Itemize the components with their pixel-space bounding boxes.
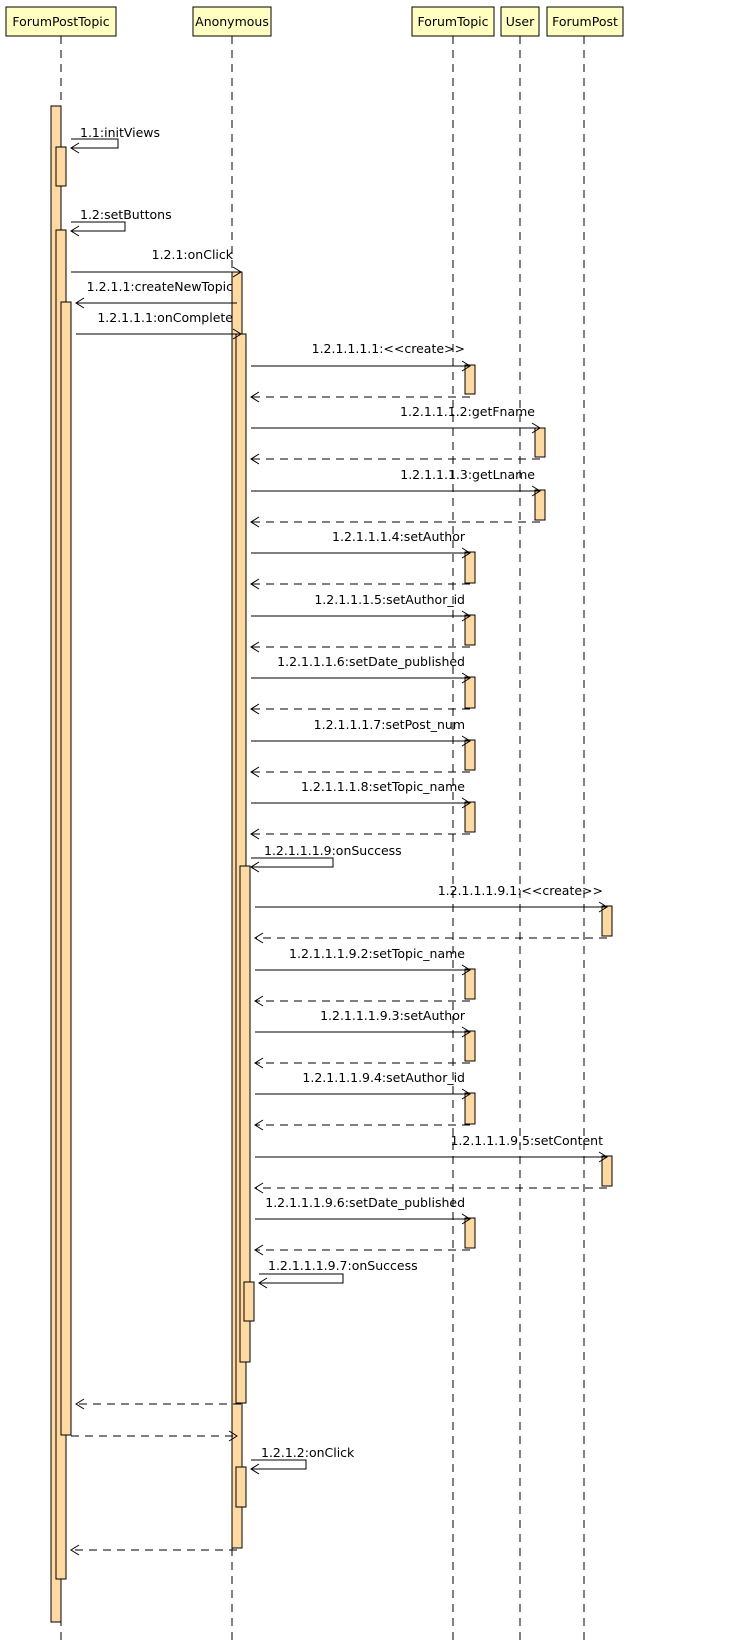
activation-bar-ft bbox=[464, 676, 476, 709]
activation-bar-ft bbox=[464, 739, 476, 771]
return-message bbox=[70, 1544, 237, 1556]
activation-bar-fpt bbox=[55, 146, 67, 187]
call-message: 1.2.1.1.1.9.5:setContent bbox=[255, 1133, 608, 1163]
activation-bar-anon bbox=[235, 1466, 247, 1508]
participant-label: User bbox=[506, 14, 535, 29]
activation-bar-user bbox=[534, 427, 546, 458]
self-message: 1.2.1.2:onClick bbox=[250, 1445, 355, 1475]
message-label: 1.2.1.1.1.9.4:setAuthor_id bbox=[302, 1070, 465, 1085]
return-message bbox=[250, 828, 470, 840]
activation-bar-ft bbox=[464, 968, 476, 1000]
message-label: 1.1:initViews bbox=[80, 125, 160, 140]
activation-bar-fp bbox=[601, 1155, 613, 1187]
activation-bar-ft bbox=[464, 1030, 476, 1062]
participant-label: ForumPostTopic bbox=[12, 14, 109, 29]
activation-bar-anon bbox=[239, 865, 251, 1363]
participant-label: ForumTopic bbox=[417, 14, 488, 29]
activation-bar-ft bbox=[464, 801, 476, 833]
call-message: 1.2.1.1.1.9.6:setDate_published bbox=[255, 1195, 471, 1225]
activation-bar-fp bbox=[601, 905, 613, 937]
return-message bbox=[71, 1430, 238, 1442]
message-label: 1.2.1.1.1.8:setTopic_name bbox=[301, 779, 465, 794]
call-message: 1.2.1:onClick bbox=[71, 247, 242, 278]
participant-user: User bbox=[500, 6, 540, 37]
participant-fpt: ForumPostTopic bbox=[5, 6, 117, 37]
call-message: 1.2.1.1.1.9.4:setAuthor_id bbox=[255, 1070, 471, 1100]
message-label: 1.2.1.1.1.7:setPost_num bbox=[314, 717, 465, 732]
call-message: 1.2.1.1.1.9.1:<<create>> bbox=[255, 883, 608, 913]
message-label: 1.2.1:onClick bbox=[152, 247, 234, 262]
call-message: 1.2.1.1.1.2:getFname bbox=[251, 404, 541, 434]
self-message: 1.2.1.1.1.9.7:onSuccess bbox=[258, 1258, 418, 1289]
self-message: 1.1:initViews bbox=[70, 125, 160, 154]
message-label: 1.2.1.1.1.9.2:setTopic_name bbox=[289, 946, 465, 961]
message-label: 1.2.1.1:createNewTopic bbox=[87, 279, 233, 294]
activation-bar-anon bbox=[243, 1281, 255, 1322]
return-message bbox=[75, 1398, 241, 1410]
call-message: 1.2.1.1.1.3:getLname bbox=[251, 467, 541, 497]
return-message bbox=[250, 578, 470, 590]
return-message bbox=[250, 453, 540, 465]
message-label: 1.2.1.1.1.2:getFname bbox=[400, 404, 535, 419]
message-label: 1.2.1.1.1.9.6:setDate_published bbox=[265, 1195, 465, 1210]
activation-bar-fpt bbox=[60, 301, 72, 1436]
message-label: 1.2.1.1.1.1:<<create>> bbox=[312, 341, 465, 356]
self-message: 1.2.1.1.1.9:onSuccess bbox=[250, 843, 402, 873]
participant-ft: ForumTopic bbox=[411, 6, 495, 37]
message-label: 1.2.1.1.1.3:getLname bbox=[400, 467, 535, 482]
message-label: 1.2.1.1.1.9.7:onSuccess bbox=[268, 1258, 418, 1273]
return-message bbox=[254, 1244, 470, 1256]
message-label: 1.2.1.1.1.9.5:setContent bbox=[450, 1133, 603, 1148]
message-label: 1.2.1.1.1:onComplete bbox=[97, 310, 233, 325]
call-message: 1.2.1.1.1.9.2:setTopic_name bbox=[255, 946, 471, 976]
activation-bar-ft bbox=[464, 614, 476, 646]
message-label: 1.2:setButtons bbox=[80, 207, 172, 222]
call-message: 1.2.1.1.1.6:setDate_published bbox=[251, 654, 471, 684]
return-message bbox=[254, 932, 607, 944]
return-message bbox=[254, 1057, 470, 1069]
return-message bbox=[254, 995, 470, 1007]
return-message bbox=[254, 1182, 607, 1194]
participant-anon: Anonymous bbox=[192, 6, 272, 37]
message-label: 1.2.1.1.1.9.1:<<create>> bbox=[438, 883, 603, 898]
message-label: 1.2.1.1.1.9.3:setAuthor bbox=[320, 1008, 466, 1023]
call-message: 1.2.1.1.1.5:setAuthor_id bbox=[251, 592, 471, 622]
participant-fp: ForumPost bbox=[546, 6, 624, 37]
message-label: 1.2.1.1.1.4:setAuthor bbox=[332, 529, 466, 544]
message-label: 1.2.1.2:onClick bbox=[261, 1445, 355, 1460]
call-message: 1.2.1.1.1.7:setPost_num bbox=[251, 717, 471, 747]
self-message: 1.2:setButtons bbox=[70, 207, 172, 237]
return-message bbox=[250, 766, 470, 778]
return-message bbox=[250, 703, 470, 715]
participant-label: ForumPost bbox=[552, 14, 618, 29]
call-message: 1.2.1.1.1:onComplete bbox=[76, 310, 242, 340]
activation-bar-ft bbox=[464, 1092, 476, 1125]
message-label: 1.2.1.1.1.6:setDate_published bbox=[277, 654, 465, 669]
call-message: 1.2.1.1.1.9.3:setAuthor bbox=[255, 1008, 471, 1038]
activation-bar-ft bbox=[464, 551, 476, 584]
return-message bbox=[250, 391, 470, 403]
activation-bar-user bbox=[534, 489, 546, 521]
participant-label: Anonymous bbox=[195, 14, 269, 29]
return-message bbox=[254, 1119, 470, 1131]
return-message bbox=[250, 516, 540, 528]
return-message bbox=[250, 641, 470, 653]
call-message: 1.2.1.1:createNewTopic bbox=[75, 279, 237, 309]
activation-bar-ft bbox=[464, 1217, 476, 1249]
call-message: 1.2.1.1.1.4:setAuthor bbox=[251, 529, 471, 559]
activation-bar-ft bbox=[464, 364, 476, 395]
message-label: 1.2.1.1.1.5:setAuthor_id bbox=[314, 592, 465, 607]
call-message: 1.2.1.1.1.8:setTopic_name bbox=[251, 779, 471, 809]
message-label: 1.2.1.1.1.9:onSuccess bbox=[264, 843, 402, 858]
call-message: 1.2.1.1.1.1:<<create>> bbox=[251, 341, 471, 372]
